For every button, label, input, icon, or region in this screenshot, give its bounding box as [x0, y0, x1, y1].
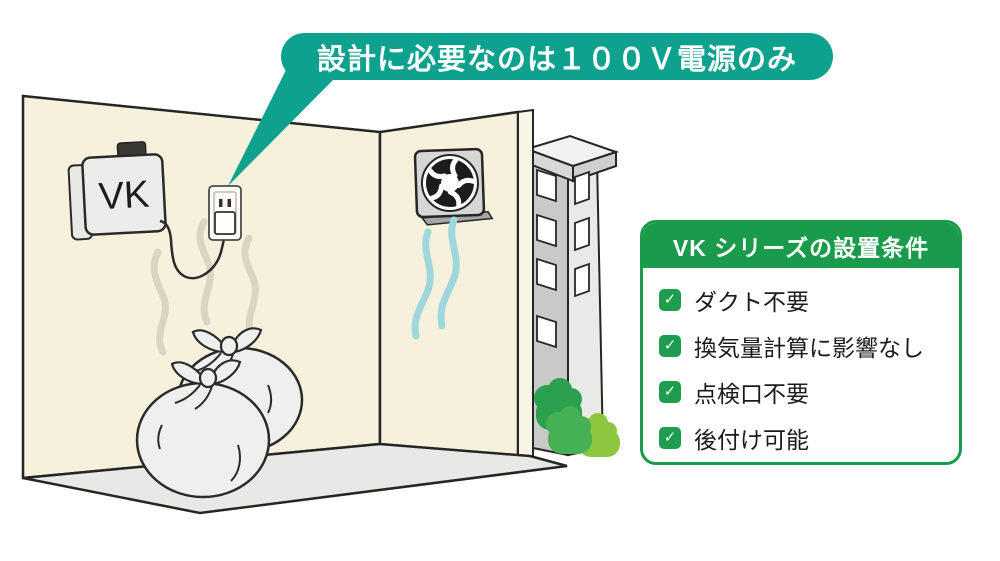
vk-unit: VK	[67, 141, 167, 241]
panel-title: VK シリーズの設置条件	[643, 223, 959, 268]
condition-label: 換気量計算に影響なし	[694, 334, 924, 361]
vk-unit-body	[81, 153, 167, 236]
bush-medium	[546, 406, 592, 454]
checkbox-icon: ✓	[659, 334, 681, 357]
condition-label: 後付け可能	[694, 426, 809, 453]
callout-pointer	[228, 68, 337, 186]
condition-item: ✓ 後付け可能	[659, 419, 943, 456]
garbage-bag-front	[135, 359, 271, 499]
building-roof-top	[523, 134, 620, 168]
panel-body: ✓ ダクト不要 ✓ 換気量計算に影響なし ✓ 点検口不要 ✓ 後付け可能	[643, 268, 959, 456]
check-glyph: ✓	[663, 383, 677, 400]
exhaust-fan	[413, 147, 494, 226]
check-glyph: ✓	[663, 337, 677, 354]
callout-bubble: 設計に必要なのは１００Ｖ電源のみ	[281, 33, 833, 80]
outlet-slot	[227, 199, 231, 207]
condition-item: ✓ 換気量計算に影響なし	[659, 327, 943, 364]
check-glyph: ✓	[663, 291, 677, 308]
callout-text: 設計に必要なのは１００Ｖ電源のみ	[316, 43, 797, 76]
condition-label: ダクト不要	[694, 288, 809, 315]
outlet-slot	[219, 199, 223, 207]
check-glyph: ✓	[663, 429, 677, 446]
vk-unit-label: VK	[98, 174, 151, 219]
conditions-panel: VK シリーズの設置条件 ✓ ダクト不要 ✓ 換気量計算に影響なし ✓ 点検口不…	[640, 220, 962, 465]
right-wall-edge	[517, 108, 534, 461]
floor	[22, 442, 568, 515]
condition-item: ✓ 点検口不要	[659, 373, 943, 410]
plug	[214, 211, 236, 235]
fan-hub	[440, 174, 459, 193]
building-windows	[536, 168, 590, 349]
checkbox-icon: ✓	[659, 380, 681, 403]
condition-label: 点検口不要	[694, 380, 809, 407]
checkbox-icon: ✓	[659, 426, 681, 449]
power-cord	[159, 219, 227, 280]
power-outlet	[208, 185, 242, 241]
odor-wisps	[150, 218, 259, 356]
airflow-wisps	[411, 216, 460, 340]
checkbox-icon: ✓	[659, 288, 681, 311]
building	[523, 134, 620, 457]
garbage-bags	[135, 327, 304, 499]
bushes	[534, 378, 620, 457]
condition-item: ✓ ダクト不要	[659, 281, 943, 318]
